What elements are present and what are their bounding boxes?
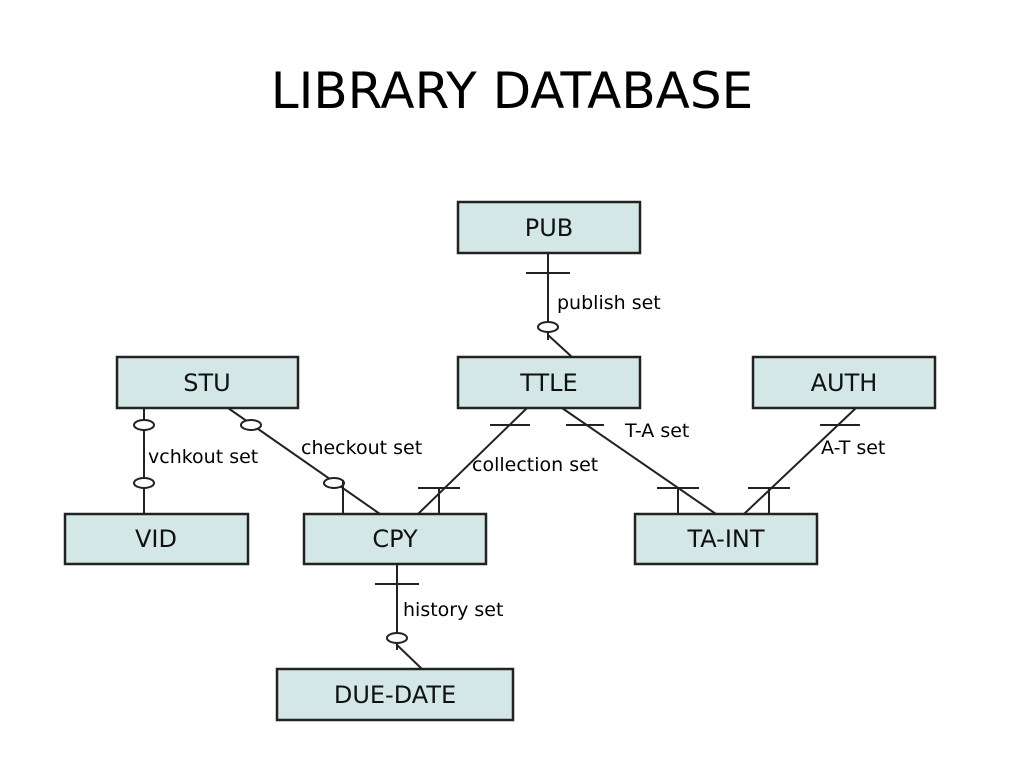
entity-ta-int-label: TA-INT (686, 525, 764, 553)
entity-stu-label: STU (183, 369, 230, 397)
entity-ttle (456, 355, 642, 410)
entity-cpy (302, 512, 488, 566)
mark-optional-cpy (323, 477, 345, 489)
entity-due-date-label: DUE-DATE (334, 681, 456, 709)
connector-publish-set-fork (547, 334, 573, 358)
relationship-publish-set: publish set (557, 292, 661, 314)
mark-optional-vid (133, 477, 155, 489)
entity-due-date (275, 667, 515, 722)
relationship-t-a-set: T-A set (624, 420, 689, 442)
mark-optional-stu (133, 419, 155, 431)
entity-ta-int (633, 512, 819, 566)
entity-pub (456, 200, 642, 255)
relationship-checkout-set: checkout set (301, 437, 422, 459)
entity-cpy-label: CPY (372, 525, 418, 553)
page-title: LIBRARY DATABASE (270, 62, 754, 120)
entity-auth-label: AUTH (811, 369, 878, 397)
entity-ttle-label: TTLE (519, 369, 577, 397)
relationship-collection-set: collection set (472, 454, 598, 476)
entity-vid (63, 512, 250, 566)
connector-history-set-fork (396, 644, 423, 670)
entity-pub-label: PUB (525, 214, 574, 242)
entity-stu (115, 355, 300, 410)
mark-optional-due-date (386, 632, 408, 644)
mark-optional-stu-2 (240, 419, 262, 431)
mark-optional-ttle (537, 321, 559, 333)
relationship-vchkout-set: vchkout set (148, 446, 258, 468)
connector-a-t-set (743, 407, 857, 515)
relationship-history-set: history set (403, 599, 503, 621)
relationship-a-t-set: A-T set (821, 437, 885, 459)
entity-auth (751, 355, 937, 410)
entity-vid-label: VID (135, 525, 177, 553)
